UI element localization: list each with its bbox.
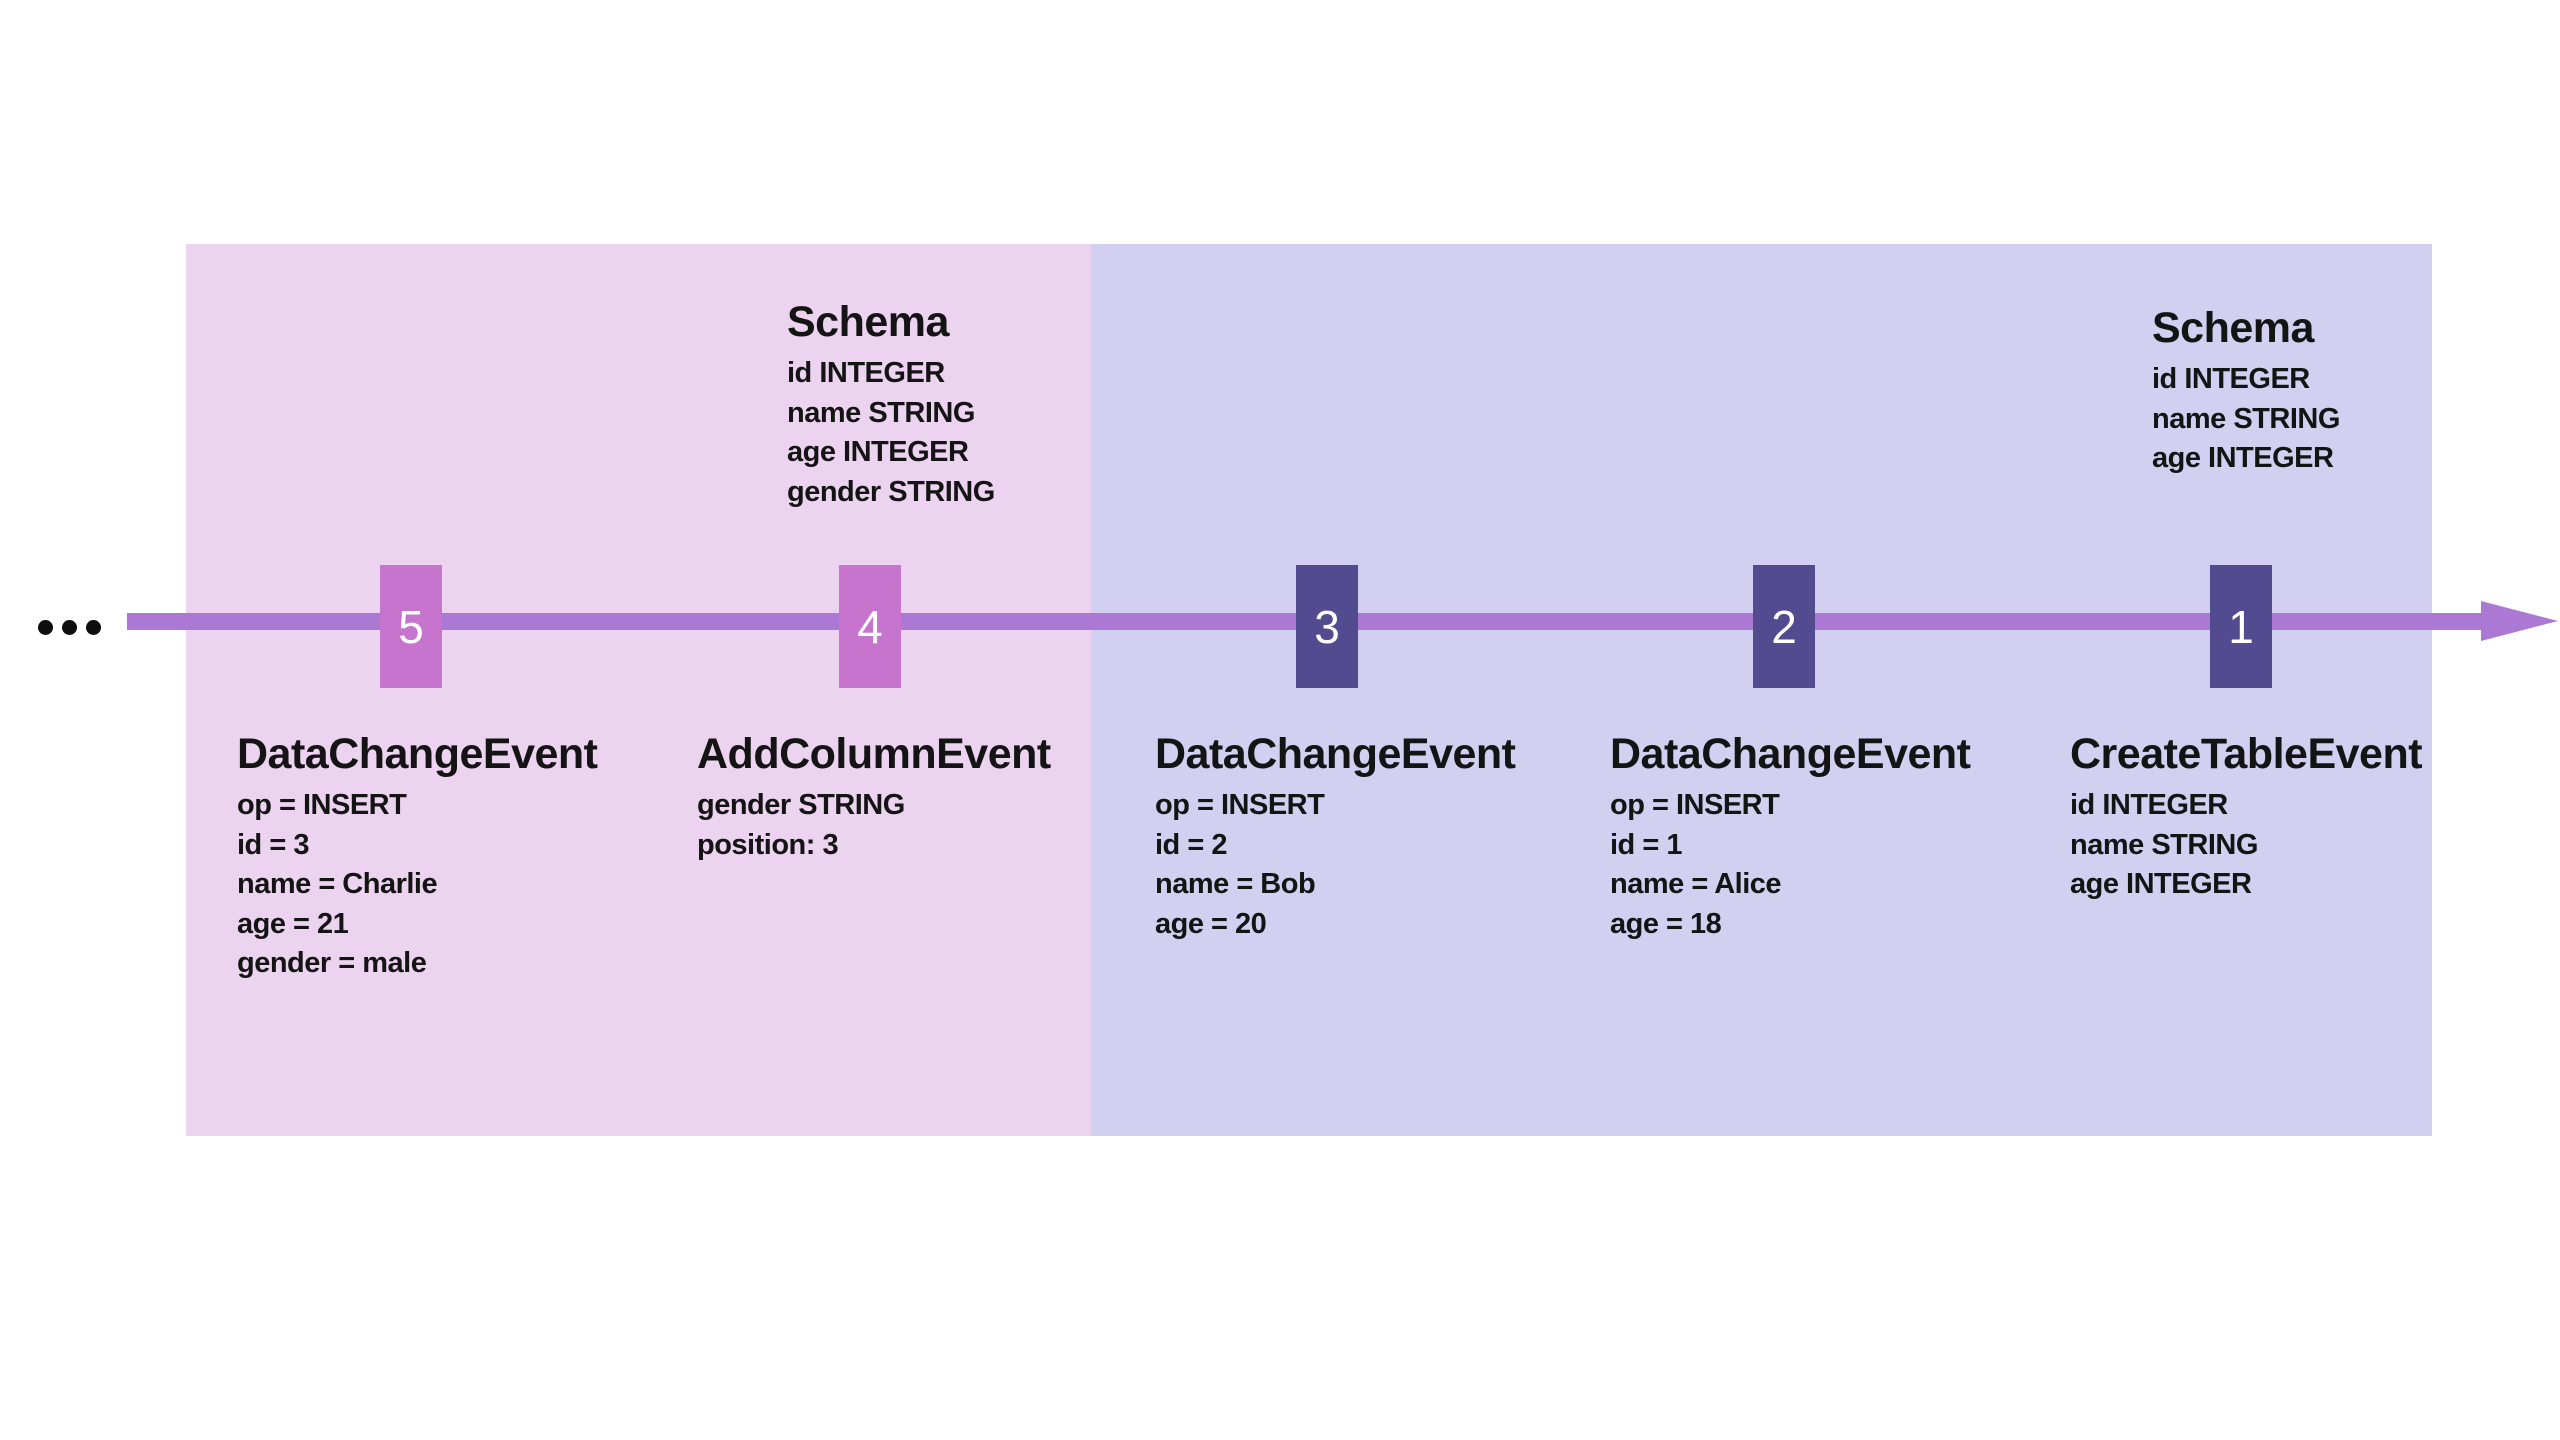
- event-block-3: DataChangeEvent op = INSERT id = 2 name …: [1155, 729, 1516, 944]
- timeline-marker-2: 2: [1753, 565, 1815, 688]
- schema-block-v2: Schema id INTEGER name STRING age INTEGE…: [787, 297, 995, 512]
- event-block-5: DataChangeEvent op = INSERT id = 3 name …: [237, 729, 598, 984]
- event-detail-line: op = INSERT: [1610, 789, 1780, 821]
- marker-number: 3: [1314, 600, 1340, 653]
- event-block-1: CreateTableEvent id INTEGER name STRING …: [2070, 729, 2423, 905]
- event-title: AddColumnEvent: [697, 730, 1051, 778]
- marker-number: 2: [1771, 600, 1797, 653]
- event-block-2: DataChangeEvent op = INSERT id = 1 name …: [1610, 729, 1971, 944]
- timeline-marker-5: 5: [380, 565, 442, 688]
- timeline-marker-1: 1: [2210, 565, 2272, 688]
- event-detail-line: id = 2: [1155, 828, 1227, 861]
- schema-v1-period-region: [1091, 244, 2432, 1136]
- schema-field-line: name STRING: [2152, 402, 2340, 435]
- marker-number: 5: [398, 600, 424, 653]
- event-detail-line: age = 21: [237, 907, 349, 940]
- event-detail-line: id INTEGER: [2070, 789, 2228, 821]
- event-detail-line: name STRING: [2070, 828, 2258, 861]
- event-block-4: AddColumnEvent gender STRING position: 3: [697, 729, 1051, 865]
- ellipsis-dot: [86, 620, 101, 635]
- schema-field-line: age INTEGER: [787, 436, 969, 468]
- event-title: DataChangeEvent: [1610, 730, 1971, 778]
- event-title: DataChangeEvent: [1155, 730, 1516, 778]
- event-title: DataChangeEvent: [237, 730, 598, 778]
- schema-v2-period-region: [186, 244, 1091, 1136]
- event-detail-line: id = 1: [1610, 828, 1682, 861]
- timeline-arrowhead-icon: [2481, 601, 2558, 641]
- schema-title: Schema: [2152, 304, 2314, 352]
- marker-number: 1: [2228, 600, 2254, 653]
- schema-field-line: id INTEGER: [787, 357, 945, 389]
- ellipsis-dot: [62, 620, 77, 635]
- schema-field-line: age INTEGER: [2152, 442, 2334, 474]
- event-detail-line: age INTEGER: [2070, 868, 2252, 900]
- event-detail-line: position: 3: [697, 828, 839, 861]
- timeline-marker-4: 4: [839, 565, 901, 688]
- event-detail-line: name = Bob: [1155, 868, 1316, 900]
- event-detail-line: op = INSERT: [1155, 789, 1325, 821]
- schema-field-line: name STRING: [787, 396, 975, 429]
- schema-title: Schema: [787, 298, 949, 346]
- schema-field-line: gender STRING: [787, 475, 995, 508]
- event-detail-line: id = 3: [237, 828, 309, 861]
- marker-number: 4: [857, 600, 883, 653]
- schema-field-line: id INTEGER: [2152, 363, 2310, 395]
- event-detail-line: op = INSERT: [237, 789, 407, 821]
- timeline-marker-3: 3: [1296, 565, 1358, 688]
- event-detail-line: gender STRING: [697, 789, 905, 821]
- event-detail-line: age = 20: [1155, 907, 1267, 940]
- event-detail-line: name = Charlie: [237, 868, 438, 900]
- more-events-ellipsis-icon: [38, 620, 101, 635]
- event-detail-line: gender = male: [237, 947, 427, 979]
- ellipsis-dot: [38, 620, 53, 635]
- event-title: CreateTableEvent: [2070, 730, 2423, 778]
- event-detail-line: name = Alice: [1610, 868, 1782, 900]
- schema-block-v1: Schema id INTEGER name STRING age INTEGE…: [2152, 303, 2340, 479]
- event-detail-line: age = 18: [1610, 907, 1722, 940]
